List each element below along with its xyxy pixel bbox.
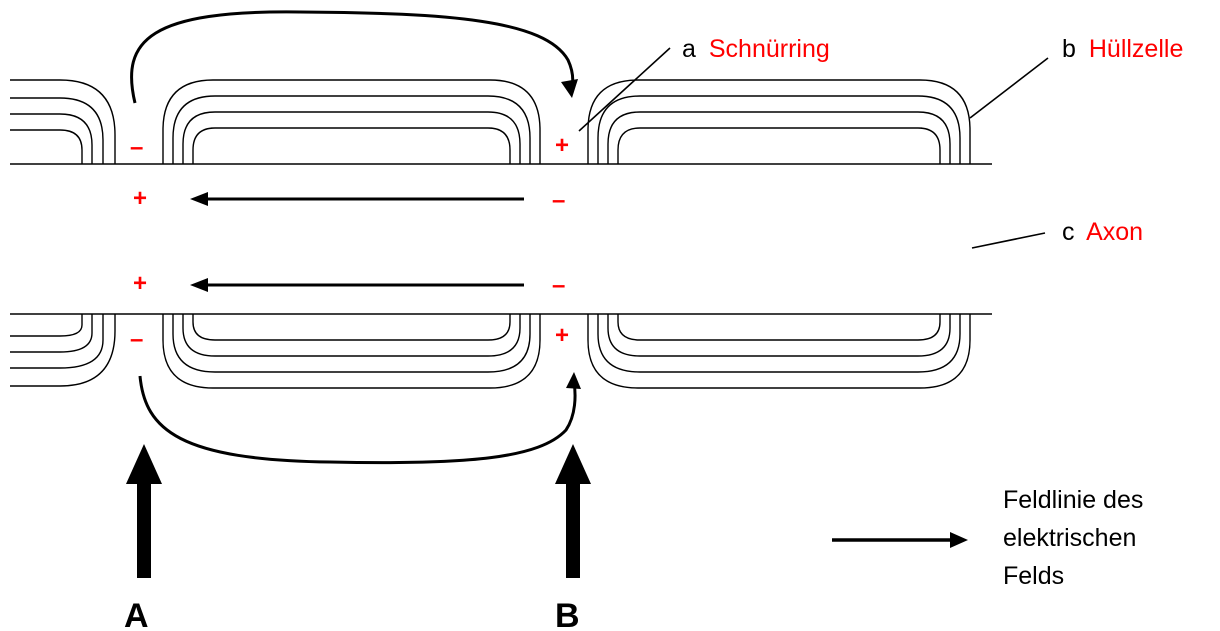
label-c-name: Axon — [1086, 218, 1143, 246]
charge-B-bottom-outside: + — [555, 322, 569, 349]
myelin-sheath-left-bottom — [10, 314, 116, 387]
myelin-sheath-right-top — [587, 79, 971, 164]
current-arc-top — [130, 10, 575, 104]
charge-A-bottom-outside: – — [130, 326, 143, 353]
label-b: b Hüllzelle — [1062, 35, 1183, 63]
legend-line-3: Felds — [1003, 562, 1064, 590]
current-arc-bottom — [138, 375, 577, 465]
myelin-sheath-left-top — [10, 79, 116, 164]
position-B-arrow-head — [555, 444, 591, 484]
field-arrow-lower-head — [190, 278, 208, 292]
charge-A-bottom-inside: + — [133, 270, 147, 297]
label-c-leader — [971, 232, 1046, 249]
charge-B-top-inside: – — [552, 187, 565, 214]
label-a: a Schnürring — [682, 35, 830, 63]
current-arc-top-head — [561, 79, 578, 98]
position-A-label: A — [124, 597, 149, 631]
myelin-sheath-right-bottom — [587, 314, 971, 389]
myelin-sheath-middle-bottom — [162, 314, 541, 389]
label-a-letter: a — [682, 35, 696, 63]
label-c: c Axon — [1062, 218, 1143, 246]
legend-line-2: elektrischen — [1003, 524, 1136, 552]
label-b-name: Hüllzelle — [1089, 35, 1183, 63]
position-B-label: B — [555, 597, 580, 631]
charge-A-top-outside: – — [130, 134, 143, 161]
label-b-letter: b — [1062, 35, 1076, 63]
legend-line-1: Feldlinie des — [1003, 486, 1143, 514]
charge-B-bottom-inside: – — [552, 272, 565, 299]
charge-A-top-inside: + — [133, 185, 147, 212]
label-c-letter: c — [1062, 218, 1075, 246]
label-b-leader — [969, 57, 1049, 119]
position-A-arrow-head — [126, 444, 162, 484]
label-a-leader — [578, 47, 671, 132]
position-A-arrow-shaft — [137, 480, 151, 578]
myelin-sheath-middle-top — [162, 79, 541, 164]
charge-B-top-outside: + — [555, 132, 569, 159]
label-a-name: Schnürring — [709, 35, 830, 63]
position-B-arrow-shaft — [566, 480, 580, 578]
current-arc-bottom-head — [566, 372, 581, 389]
field-arrow-upper-head — [190, 192, 208, 206]
legend-arrow-head — [950, 532, 968, 548]
